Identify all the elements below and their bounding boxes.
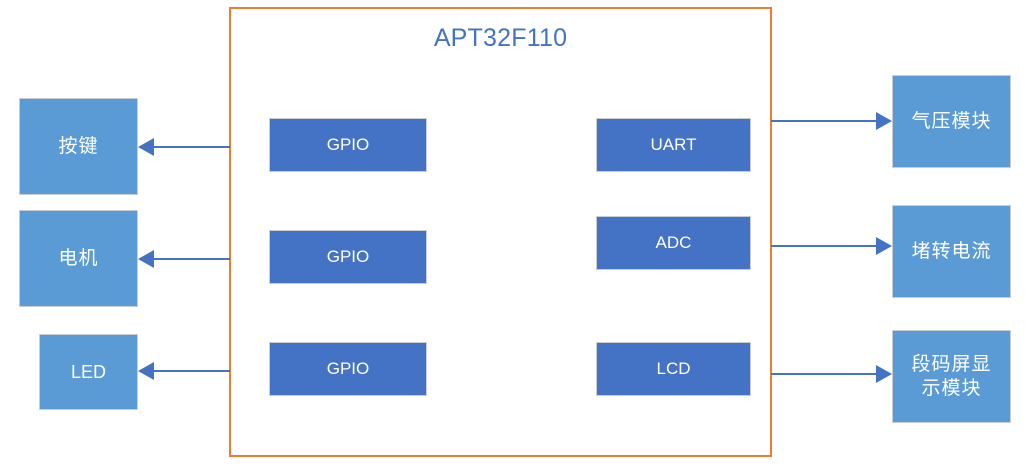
inner-block-gpio-1[interactable]: GPIO bbox=[269, 118, 427, 172]
arrow-head-air-pressure-icon bbox=[876, 112, 892, 130]
right-module-segment-lcd[interactable]: 段码屏显示模块 bbox=[892, 330, 1011, 423]
connector-line-stall-current bbox=[771, 245, 876, 247]
arrow-head-keys-icon bbox=[138, 138, 154, 156]
connector-line-segment-lcd bbox=[771, 373, 876, 375]
mcu-title: APT32F110 bbox=[433, 24, 568, 52]
inner-block-gpio-3[interactable]: GPIO bbox=[269, 342, 427, 396]
mcu-container bbox=[229, 7, 772, 457]
right-module-stall-current[interactable]: 堵转电流 bbox=[892, 205, 1011, 298]
right-module-air-pressure[interactable]: 气压模块 bbox=[892, 75, 1011, 168]
left-module-led[interactable]: LED bbox=[39, 334, 138, 410]
inner-block-lcd[interactable]: LCD bbox=[596, 342, 751, 396]
arrow-head-led-icon bbox=[138, 362, 154, 380]
arrow-head-motor-icon bbox=[138, 250, 154, 268]
connector-line-keys bbox=[154, 146, 230, 148]
arrow-head-segment-lcd-icon bbox=[876, 365, 892, 383]
arrow-head-stall-current-icon bbox=[876, 237, 892, 255]
left-module-motor[interactable]: 电机 bbox=[19, 210, 138, 307]
inner-block-gpio-2[interactable]: GPIO bbox=[269, 230, 427, 284]
connector-line-motor bbox=[154, 258, 230, 260]
connector-line-led bbox=[154, 370, 230, 372]
inner-block-adc[interactable]: ADC bbox=[596, 216, 751, 270]
left-module-keys[interactable]: 按键 bbox=[19, 98, 138, 195]
connector-line-air-pressure bbox=[771, 120, 876, 122]
inner-block-uart[interactable]: UART bbox=[596, 118, 751, 172]
